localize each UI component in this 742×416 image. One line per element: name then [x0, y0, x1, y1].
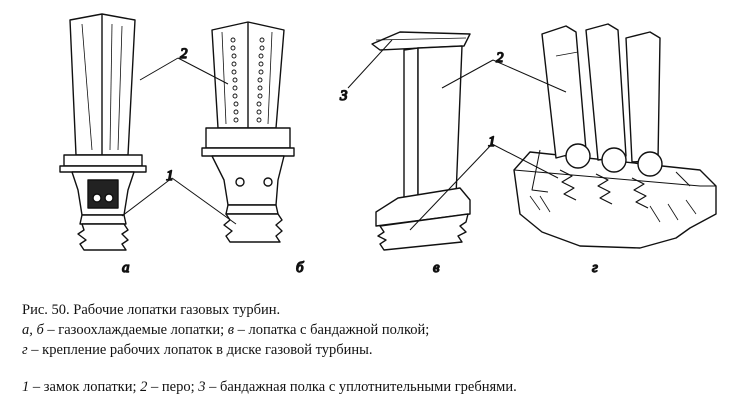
leader-lines [121, 39, 567, 231]
panel-label-g: г [592, 260, 598, 276]
callout-2-right: 2 [496, 50, 504, 66]
callout-1-left: 1 [166, 168, 174, 184]
caption-title: Рис. 50. Рабочие лопатки газовых турбин. [22, 302, 281, 318]
blade-a-drawing [59, 13, 147, 251]
caption-key-ab: а, б [22, 322, 44, 338]
legend-key-1: 1 [22, 379, 30, 395]
legend-text-3: – бандажная полка с уплотнительными греб… [205, 379, 517, 395]
turbine-blades-figure: а б [59, 13, 717, 277]
caption-key-v: в [227, 322, 235, 338]
panel-label-b: б [296, 260, 304, 276]
legend-key-3: 3 [198, 379, 206, 395]
caption-line-g: г – крепление рабочих лопаток в диске га… [22, 340, 732, 360]
caption-text-g: – крепление рабочих лопаток в диске газо… [27, 342, 373, 358]
legend-text-1: – замок лопатки; [29, 379, 141, 395]
caption-key-g: г [22, 342, 28, 358]
callout-1-right: 1 [488, 134, 496, 150]
disc-assembly-g-drawing [513, 23, 717, 249]
caption-line-ab-v: а, б – газоохлаждаемые лопатки; в – лопа… [22, 320, 732, 340]
panel-label-v: в [433, 260, 440, 276]
panel-label-a: а [122, 260, 130, 276]
caption-text-v: – лопатка с бандажной полкой; [234, 322, 430, 338]
legend-key-2: 2 [140, 379, 148, 395]
legend-text-2: – перо; [147, 379, 199, 395]
caption-text-ab: – газоохлаждаемые лопатки; [43, 322, 228, 338]
callout-2-left: 2 [180, 46, 188, 62]
blade-v-drawing [371, 31, 471, 251]
callout-3: 3 [339, 88, 348, 104]
caption-legend: 1 – замок лопатки; 2 – перо; 3 – бандажн… [22, 377, 732, 397]
blade-b-drawing [201, 21, 295, 243]
